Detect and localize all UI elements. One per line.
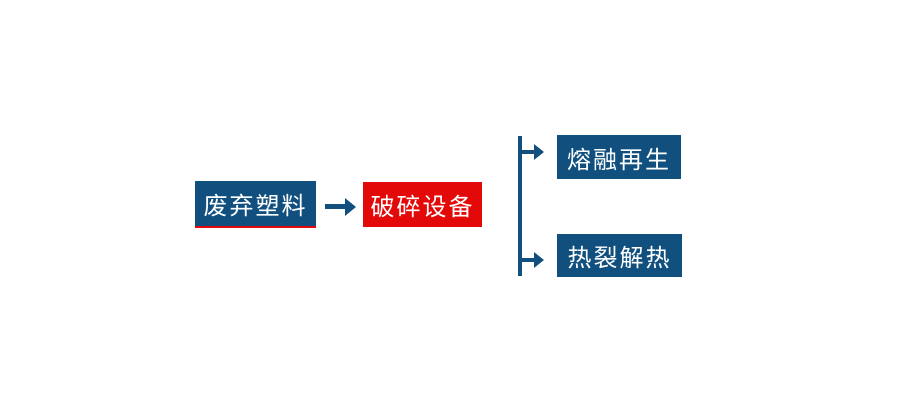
node-crushing-equipment: 破碎设备 <box>363 182 482 227</box>
node-waste-plastic-label: 废弃塑料 <box>203 193 308 220</box>
arrow-head <box>534 144 544 160</box>
node-pyrolysis-heat-label: 热裂解热 <box>567 245 672 272</box>
arrow-branch-top-icon <box>520 144 544 160</box>
arrow-source-to-process-icon <box>325 198 356 216</box>
node-melt-regeneration: 熔融再生 <box>557 135 681 179</box>
node-pyrolysis-heat: 热裂解热 <box>557 234 682 277</box>
node-crushing-equipment-label: 破碎设备 <box>370 194 475 221</box>
branch-connector-line <box>518 136 522 276</box>
node-waste-plastic: 废弃塑料 <box>195 181 316 228</box>
arrow-shaft <box>325 204 345 209</box>
arrow-branch-bottom-icon <box>520 252 544 268</box>
arrow-head <box>345 198 356 216</box>
arrow-shaft <box>520 258 534 262</box>
node-melt-regeneration-label: 熔融再生 <box>567 146 671 174</box>
arrow-shaft <box>520 150 534 154</box>
arrow-head <box>534 252 544 268</box>
